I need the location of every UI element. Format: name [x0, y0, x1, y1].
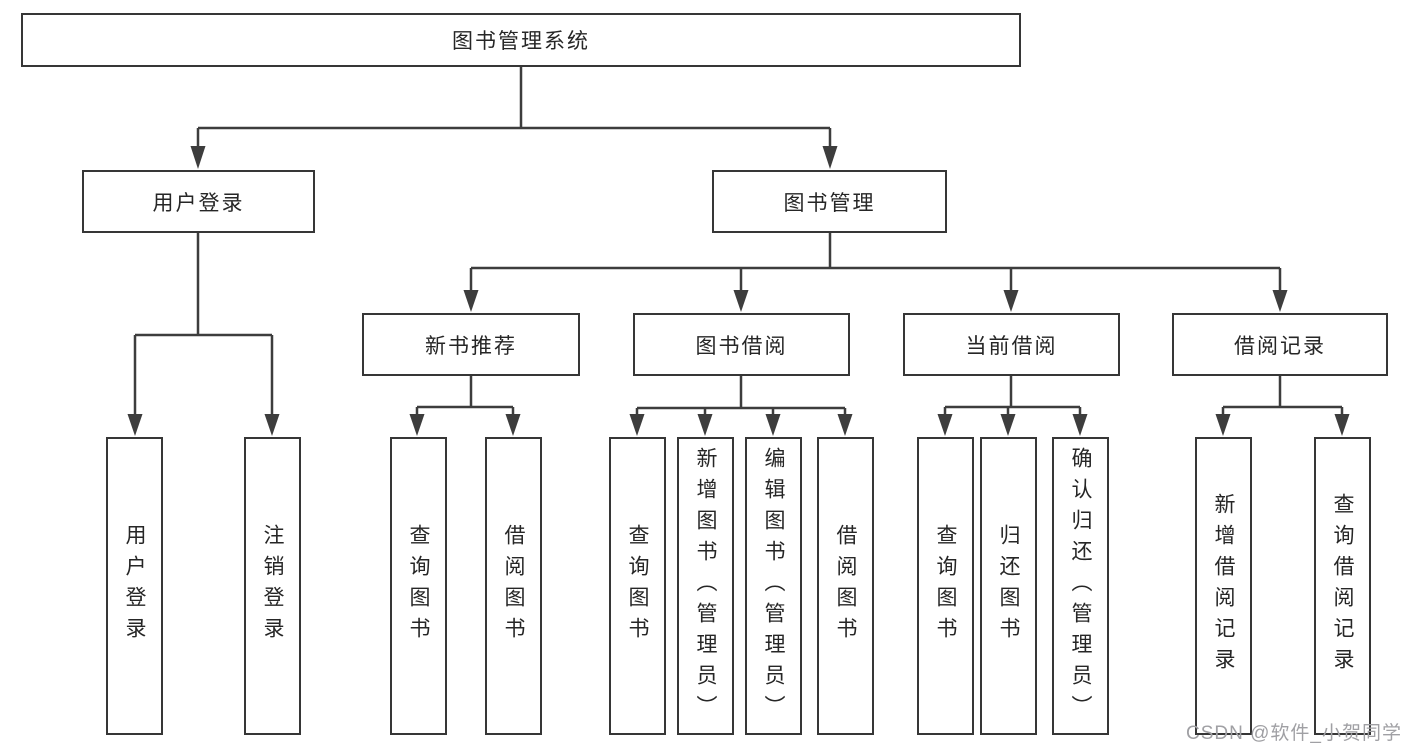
- node-label: 查询图书: [934, 524, 957, 648]
- leaf-return-books: 归还图书: [980, 437, 1037, 735]
- node-label: 新书推荐: [425, 334, 517, 358]
- leaf-add-books-admin: 新增图书（管理员）: [677, 437, 734, 735]
- node-label: 确认归还（管理员）: [1069, 446, 1092, 726]
- node-label: 注销登录: [261, 524, 284, 648]
- node-label: 查询借阅记录: [1331, 493, 1354, 679]
- node-label: 图书管理系统: [452, 30, 590, 53]
- node-label: 用户登录: [152, 191, 245, 215]
- node-label: 归还图书: [997, 524, 1020, 648]
- node-label: 借阅图书: [502, 524, 525, 648]
- node-label: 新增图书（管理员）: [694, 446, 717, 726]
- node-label: 编辑图书（管理员）: [762, 446, 785, 726]
- node-label: 图书借阅: [695, 334, 788, 358]
- leaf-query-books-2: 查询图书: [609, 437, 666, 735]
- node-borrow-records: 借阅记录: [1172, 313, 1388, 376]
- leaf-confirm-return-admin: 确认归还（管理员）: [1052, 437, 1109, 735]
- node-label: 用户登录: [123, 524, 146, 648]
- node-label: 当前借阅: [965, 334, 1058, 358]
- leaf-query-books-3: 查询图书: [917, 437, 974, 735]
- leaf-logout: 注销登录: [244, 437, 301, 735]
- node-label: 新增借阅记录: [1212, 493, 1235, 679]
- node-user-login-module: 用户登录: [82, 170, 315, 233]
- leaf-borrow-books-2: 借阅图书: [817, 437, 874, 735]
- leaf-user-login: 用户登录: [106, 437, 163, 735]
- leaf-edit-books-admin: 编辑图书（管理员）: [745, 437, 802, 735]
- node-current-borrow: 当前借阅: [903, 313, 1120, 376]
- leaf-borrow-books-1: 借阅图书: [485, 437, 542, 735]
- node-library-management-system: 图书管理系统: [21, 13, 1021, 67]
- node-book-management: 图书管理: [712, 170, 947, 233]
- csdn-watermark: CSDN @软件_小贺同学: [1186, 723, 1402, 744]
- leaf-query-borrow-record: 查询借阅记录: [1314, 437, 1371, 735]
- node-label: 借阅记录: [1234, 334, 1326, 358]
- node-label: 借阅图书: [834, 524, 857, 648]
- node-new-book-recommend: 新书推荐: [362, 313, 580, 376]
- node-label: 查询图书: [407, 524, 430, 648]
- leaf-query-books-1: 查询图书: [390, 437, 447, 735]
- leaf-add-borrow-record: 新增借阅记录: [1195, 437, 1252, 735]
- node-label: 图书管理: [783, 191, 876, 215]
- node-book-borrow: 图书借阅: [633, 313, 850, 376]
- node-label: 查询图书: [626, 524, 649, 648]
